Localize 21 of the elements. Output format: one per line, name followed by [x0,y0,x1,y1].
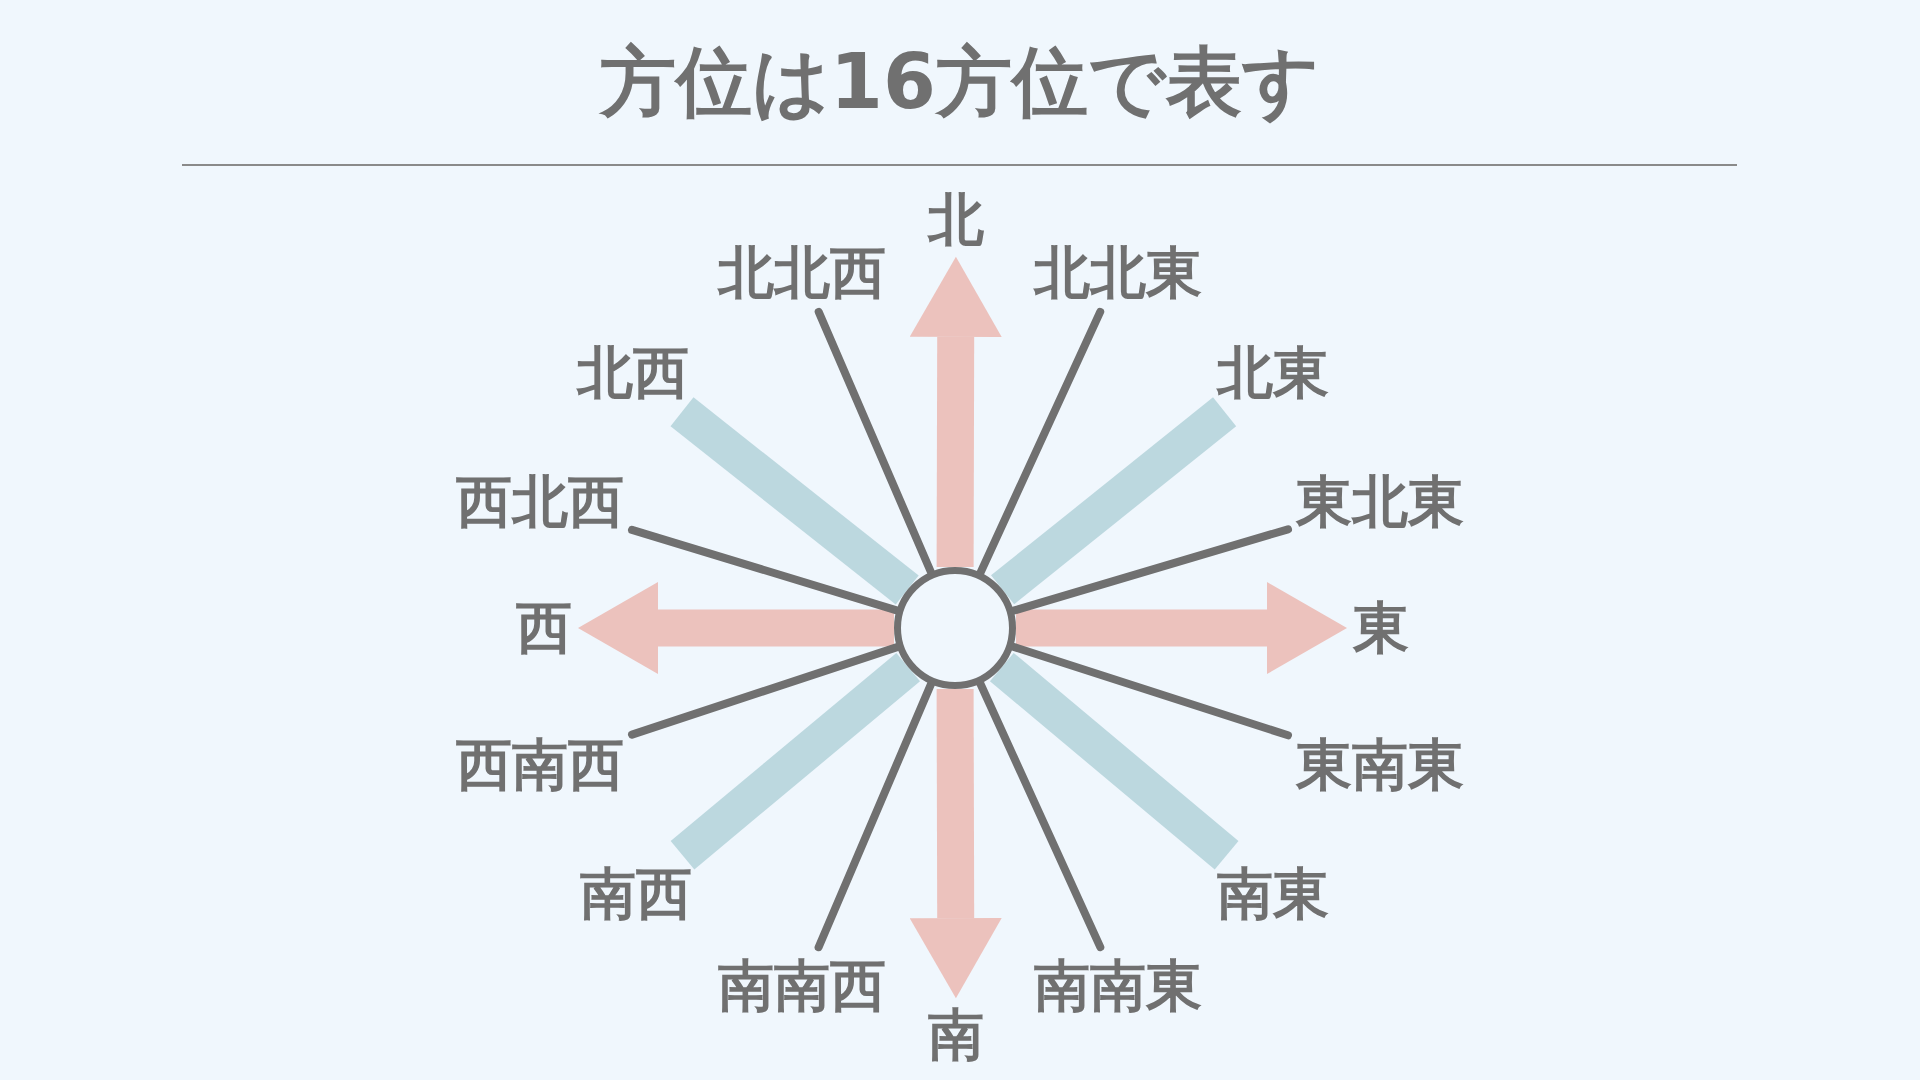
direction-label: 西 [514,595,574,661]
arrow [1016,582,1347,674]
direction-label: 西北西 [454,469,626,535]
direction-label: 北西 [575,340,691,406]
direction-label: 西南西 [454,732,626,798]
direction-label: 南 [926,1002,986,1068]
direction-label: 南南東 [1032,953,1204,1019]
title: 方位は16方位で表す [600,40,1320,124]
direction-label: 南東 [1215,861,1331,927]
direction-label: 南南西 [716,953,888,1019]
arrow [909,256,1002,568]
direction-label: 東北東 [1294,469,1466,535]
direction-label: 東 [1351,595,1411,661]
direction-label: 北東 [1215,340,1331,406]
arrow [909,688,1002,999]
direction-label: 北北東 [1032,240,1204,306]
direction-label: 東南東 [1294,732,1466,798]
direction-label: 南西 [578,861,694,927]
direction-label: 北 [926,187,986,253]
arrow [578,582,894,674]
direction-label: 北北西 [716,240,888,306]
